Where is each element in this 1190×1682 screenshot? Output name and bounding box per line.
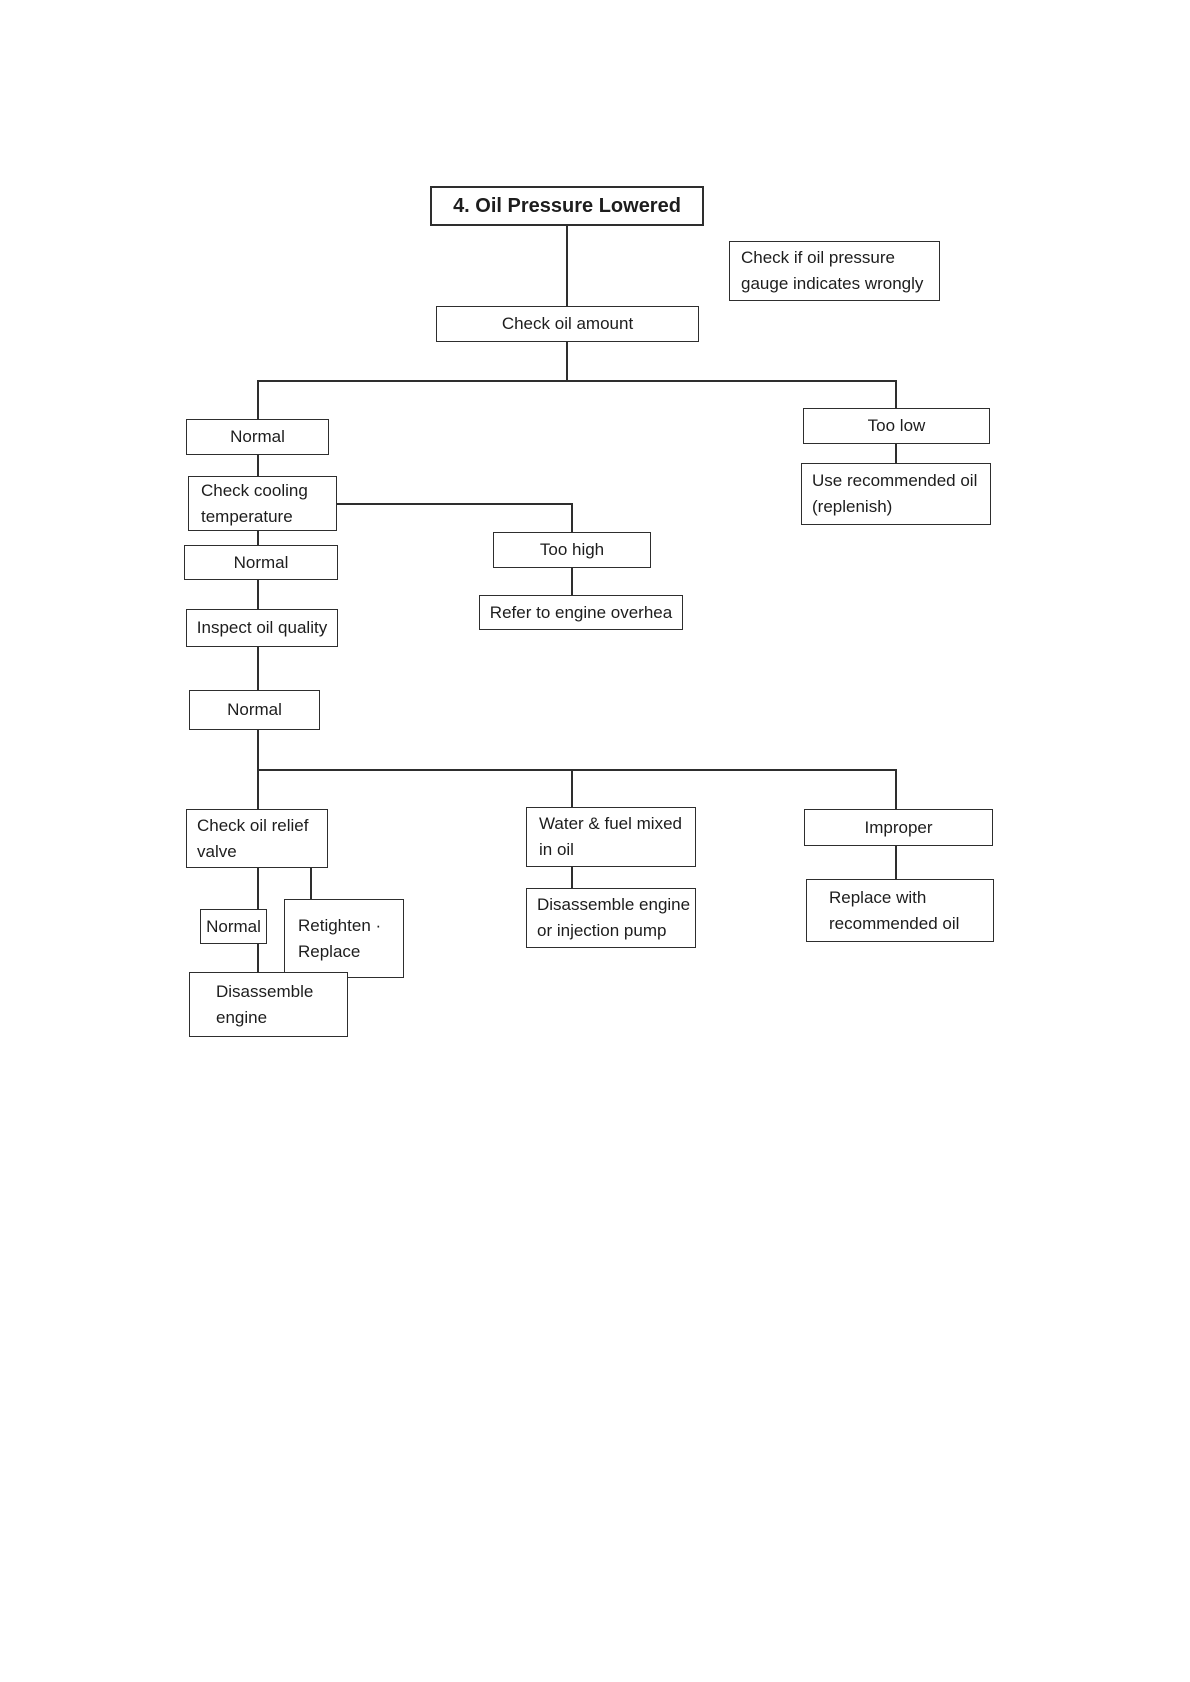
connector-branch1-to-normal1 <box>257 380 259 419</box>
connector-branch2-to-water <box>571 769 573 807</box>
connector-check-oil-amount-down <box>566 342 568 380</box>
connector-branch2-to-improper <box>895 769 897 809</box>
connector-title-to-check-oil-amount <box>566 226 568 306</box>
node-check-oil-relief-valve: Check oil relief valve <box>186 809 328 868</box>
node-disassemble-engine-or-pump: Disassemble engine or injection pump <box>526 888 696 948</box>
node-too-high: Too high <box>493 532 651 568</box>
connector-cooling-to-normal2 <box>257 531 259 545</box>
connector-down-to-too-high <box>571 503 573 532</box>
connector-improper-to-replace <box>895 846 897 879</box>
node-disassemble-engine: Disassemble engine <box>189 972 348 1037</box>
connector-water-to-disassemble-pump <box>571 867 573 888</box>
connector-valve-to-retighten <box>310 868 312 899</box>
node-too-low: Too low <box>803 408 990 444</box>
connector-branch2-to-valve <box>257 769 259 809</box>
connector-normal3-down <box>257 730 259 769</box>
node-normal-4: Normal <box>200 909 267 944</box>
connector-too-low-to-use-recommended <box>895 444 897 463</box>
node-normal-1: Normal <box>186 419 329 455</box>
node-normal-2: Normal <box>184 545 338 580</box>
connector-branch2-horizontal <box>257 769 897 771</box>
connector-branch1-horizontal <box>257 380 897 382</box>
node-inspect-oil-quality: Inspect oil quality <box>186 609 338 647</box>
connector-too-high-to-refer <box>571 568 573 595</box>
connector-inspect-to-normal3 <box>257 647 259 690</box>
node-use-recommended-oil: Use recommended oil (replenish) <box>801 463 991 525</box>
connector-branch1-to-too-low <box>895 380 897 408</box>
node-check-oil-amount: Check oil amount <box>436 306 699 342</box>
node-refer-engine-overheat: Refer to engine overhea <box>479 595 683 630</box>
node-improper: Improper <box>804 809 993 846</box>
connector-normal2-to-inspect <box>257 580 259 609</box>
node-water-fuel-mixed: Water & fuel mixed in oil <box>526 807 696 867</box>
node-check-cooling-temperature: Check cooling temperature <box>188 476 337 531</box>
node-normal-3: Normal <box>189 690 320 730</box>
connector-normal1-to-check-cooling <box>257 455 259 476</box>
node-title: 4. Oil Pressure Lowered <box>430 186 704 226</box>
node-replace-with-recommended-oil: Replace with recommended oil <box>806 879 994 942</box>
title-text: 4. Oil Pressure Lowered <box>453 195 681 217</box>
connector-cooling-right-horizontal <box>337 503 573 505</box>
node-retighten-replace: Retighten · Replace <box>284 899 404 978</box>
node-gauge-note: Check if oil pressure gauge indicates wr… <box>729 241 940 301</box>
